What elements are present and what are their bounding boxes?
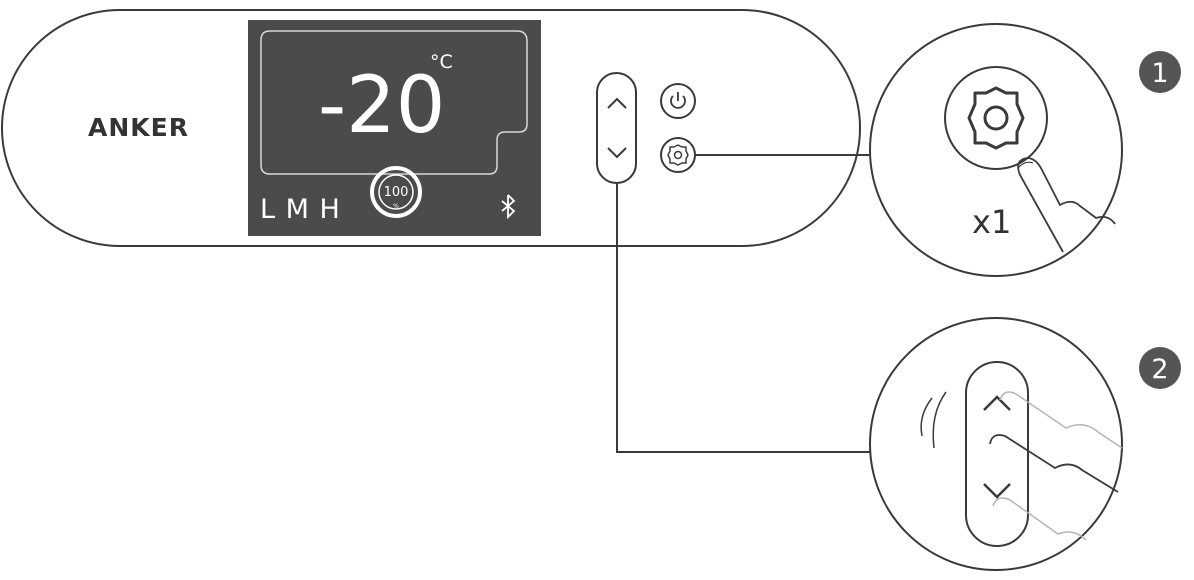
temperature-readout: -20 [318, 61, 445, 151]
power-icon [670, 95, 686, 109]
battery-indicator: 100 % [370, 166, 422, 218]
temperature-unit: °C [430, 51, 453, 73]
step-2-badge: 2 [1139, 347, 1181, 389]
step-1-tap-count: x1 [972, 203, 1011, 241]
motion-lines [920, 391, 947, 449]
power-button[interactable] [660, 83, 696, 119]
bluetooth-icon [501, 194, 516, 220]
zoom-arrow-down-icon [983, 483, 1011, 499]
zoom-arrow-up-icon [983, 395, 1011, 411]
lcd-temperature-frame [260, 30, 528, 175]
step-1-badge: 1 [1139, 51, 1181, 93]
gear-icon [667, 144, 689, 166]
arrow-up-icon[interactable] [607, 97, 627, 109]
mode-indicators: L M H [260, 194, 341, 225]
battery-unit: % [393, 203, 399, 210]
finger-swipe-ghost-illustration [999, 391, 1123, 449]
zoom-arrow-control [965, 361, 1029, 547]
leader-line-step-2 [616, 183, 870, 453]
zoom-gear-icon [967, 86, 1025, 150]
brand-logo: ANKER [88, 113, 189, 142]
step-1-number: 1 [1151, 58, 1168, 89]
step-2-number: 2 [1151, 354, 1168, 385]
finger-swipe-illustration [989, 434, 1119, 493]
finger-tap-illustration [1017, 157, 1116, 253]
arrow-down-icon[interactable] [607, 147, 627, 159]
lcd-screen [248, 20, 541, 236]
settings-button[interactable] [660, 137, 696, 173]
zoom-settings-button [944, 66, 1048, 170]
battery-percent: 100 [384, 185, 409, 200]
arrow-control[interactable] [596, 72, 637, 184]
